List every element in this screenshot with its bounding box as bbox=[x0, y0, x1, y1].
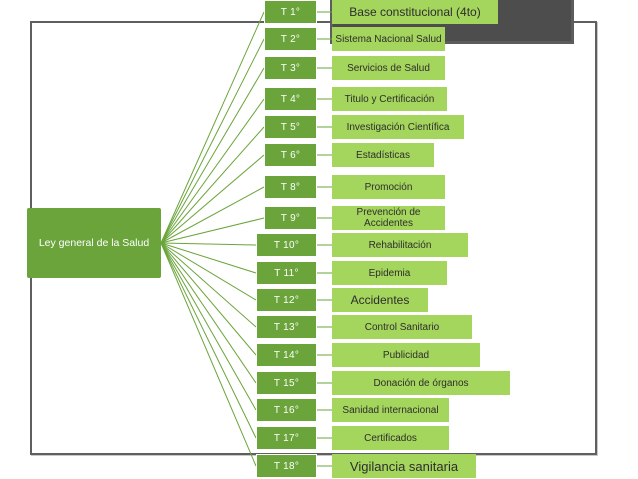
branch-line-6 bbox=[160, 186, 265, 244]
description-node: Publicidad bbox=[332, 343, 480, 367]
title-node: T 13° bbox=[256, 315, 317, 339]
title-label: T 1° bbox=[280, 6, 301, 18]
title-label: T 15° bbox=[273, 377, 300, 389]
title-label: T 18° bbox=[273, 460, 300, 472]
title-label: T 8° bbox=[280, 181, 301, 193]
branch-line-9 bbox=[160, 242, 257, 274]
description-label: Epidemia bbox=[368, 267, 411, 279]
title-label: T 13° bbox=[273, 321, 300, 333]
title-node: T 16° bbox=[256, 398, 317, 422]
description-node: Prevención de Accidentes bbox=[332, 206, 445, 230]
root-label: Ley general de la Salud bbox=[38, 237, 150, 249]
description-label: Vigilancia sanitaria bbox=[349, 458, 459, 474]
title-label: T 6° bbox=[280, 149, 301, 161]
title-label: T 11° bbox=[274, 267, 299, 279]
branch-line-11 bbox=[160, 242, 257, 328]
description-label: Base constitucional (4to) bbox=[349, 4, 481, 19]
description-node: Accidentes bbox=[332, 288, 428, 312]
branch-line-15 bbox=[160, 242, 257, 439]
title-node: T 11° bbox=[256, 261, 317, 285]
branch-line-0 bbox=[160, 11, 265, 244]
description-label: Estadísticas bbox=[356, 149, 410, 161]
description-node: Sistema Nacional Salud bbox=[332, 27, 445, 51]
description-node: Certificados bbox=[332, 426, 449, 450]
description-node: Servicios de Salud bbox=[332, 56, 445, 80]
description-node: Titulo y Certificación bbox=[332, 87, 447, 111]
branch-line-8 bbox=[160, 242, 257, 246]
title-node: T 14° bbox=[256, 343, 317, 367]
description-label: Titulo y Certificación bbox=[344, 93, 435, 105]
description-label: Promoción bbox=[364, 181, 413, 193]
description-node: Epidemia bbox=[332, 261, 447, 285]
title-node: T 3° bbox=[264, 56, 317, 80]
branch-line-13 bbox=[160, 242, 257, 384]
description-label: Sanidad internacional bbox=[342, 404, 439, 416]
branch-line-1 bbox=[160, 38, 265, 244]
branch-line-5 bbox=[160, 154, 265, 244]
branch-line-12 bbox=[160, 242, 257, 356]
branch-line-2 bbox=[160, 67, 265, 244]
branch-line-14 bbox=[160, 242, 257, 411]
branch-line-16 bbox=[160, 242, 257, 467]
description-node: Investigación Científica bbox=[332, 115, 464, 139]
title-label: T 5° bbox=[280, 121, 301, 133]
title-label: T 17° bbox=[273, 432, 300, 444]
title-node: T 18° bbox=[256, 454, 317, 478]
description-node: Donación de órganos bbox=[332, 371, 510, 395]
title-label: T 10° bbox=[273, 239, 300, 251]
title-label: T 9° bbox=[280, 212, 301, 224]
description-node: Promoción bbox=[332, 175, 445, 199]
title-label: T 4° bbox=[280, 93, 301, 105]
branch-line-3 bbox=[160, 98, 265, 244]
description-node: Vigilancia sanitaria bbox=[332, 454, 476, 478]
title-node: T 4° bbox=[264, 87, 317, 111]
title-node: T 17° bbox=[256, 426, 317, 450]
description-label: Rehabilitación bbox=[368, 239, 432, 251]
description-label: Prevención de Accidentes bbox=[356, 207, 421, 229]
title-label: T 2° bbox=[280, 33, 301, 45]
title-node: T 2° bbox=[264, 27, 317, 51]
title-label: T 12° bbox=[273, 294, 300, 306]
title-node: T 6° bbox=[264, 143, 317, 167]
root-node: Ley general de la Salud bbox=[27, 208, 161, 278]
branch-line-4 bbox=[160, 126, 265, 244]
title-node: T 8° bbox=[264, 175, 317, 199]
title-node: T 10° bbox=[256, 233, 317, 257]
description-label: Control Sanitario bbox=[364, 321, 440, 333]
title-node: T 9° bbox=[264, 206, 317, 230]
title-node: T 5° bbox=[264, 115, 317, 139]
description-label: Investigación Científica bbox=[346, 121, 450, 133]
description-node: Estadísticas bbox=[332, 143, 434, 167]
description-label: Donación de órganos bbox=[373, 377, 469, 389]
title-node: T 12° bbox=[256, 288, 317, 312]
description-label: Publicidad bbox=[382, 349, 430, 361]
description-node: Sanidad internacional bbox=[332, 398, 449, 422]
title-node: T 15° bbox=[256, 371, 317, 395]
description-label: Sistema Nacional Salud bbox=[335, 33, 442, 45]
title-node: T 1° bbox=[264, 0, 317, 24]
title-label: T 14° bbox=[273, 349, 300, 361]
description-label: Accidentes bbox=[350, 292, 410, 307]
title-label: T 3° bbox=[280, 62, 301, 74]
description-node: Rehabilitación bbox=[332, 233, 468, 257]
branch-line-10 bbox=[160, 242, 257, 301]
description-node: Control Sanitario bbox=[332, 315, 472, 339]
title-label: T 16° bbox=[273, 404, 300, 416]
description-label: Servicios de Salud bbox=[347, 62, 430, 74]
branch-line-7 bbox=[160, 217, 265, 244]
description-node: Base constitucional (4to) bbox=[332, 0, 498, 24]
description-label: Certificados bbox=[364, 432, 417, 444]
